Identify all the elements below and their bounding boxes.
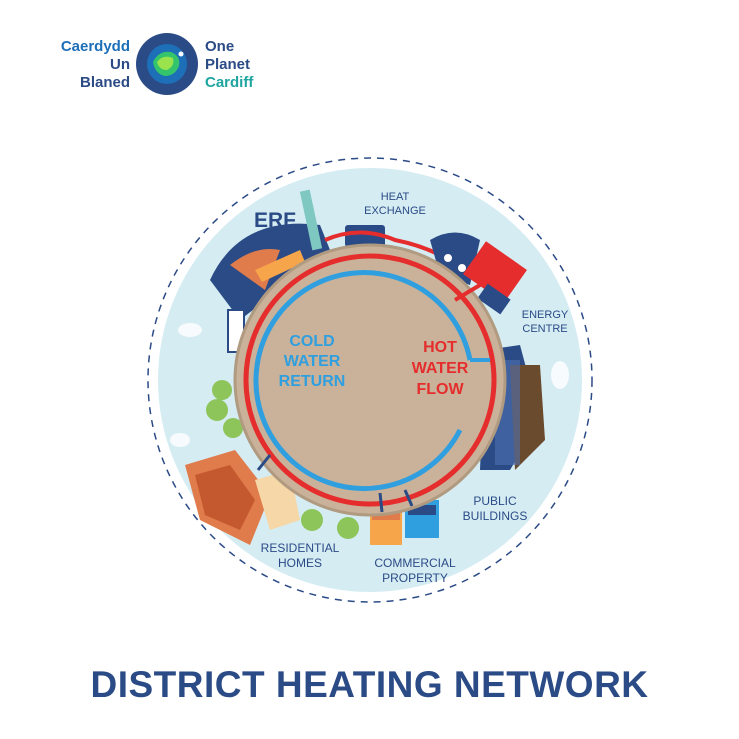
hot-water-flow-label: HOT — [423, 339, 457, 356]
public-buildings-label: BUILDINGS — [463, 509, 528, 523]
heat-exchange-label: HEAT — [381, 191, 410, 203]
commercial-property-label: COMMERCIAL — [374, 556, 456, 570]
logo-english-line: Cardiff — [205, 74, 254, 91]
cold-water-return-label: WATER — [284, 353, 341, 370]
hot-water-flow-label: WATER — [412, 360, 469, 377]
energy-centre-label: CENTRE — [522, 323, 567, 335]
logo-english-text: One Planet Cardiff — [205, 38, 305, 92]
logo-welsh-line: Caerdydd — [60, 38, 130, 55]
hot-water-pipe-branch — [453, 283, 482, 302]
public-buildings-label: PUBLIC — [473, 494, 517, 508]
energy-centre-building — [463, 241, 527, 315]
ground-disc — [233, 243, 507, 517]
logo-welsh-line: Un — [110, 56, 130, 73]
heat-exchange-label: EXCHANGE — [364, 205, 426, 217]
dashed-boundary — [147, 157, 593, 603]
erf-label: ERF — [254, 209, 296, 232]
hot-water-flow-label: FLOW — [416, 381, 464, 398]
logo-english-line: Planet — [205, 56, 251, 73]
cold-water-return-label: RETURN — [279, 373, 346, 390]
commercial-property-label: PROPERTY — [382, 571, 448, 585]
logo-welsh-line: Blaned — [79, 74, 130, 91]
cloud-icon — [170, 433, 190, 447]
residential-buildings — [185, 380, 359, 545]
cloud-icon — [178, 323, 202, 337]
globe-icon — [136, 33, 198, 95]
residential-homes-label: RESIDENTIAL — [261, 541, 340, 555]
residential-homes-label: HOMES — [278, 556, 322, 570]
logo-welsh-text: Caerdydd Un Blaned — [30, 38, 130, 92]
one-planet-cardiff-logo: Caerdydd Un Blaned One Planet Cardiff — [30, 33, 290, 108]
hot-water-pipe — [243, 253, 497, 507]
energy-centre-label: ENERGY — [522, 309, 569, 321]
cold-water-return-label: COLD — [289, 333, 334, 350]
erf-building — [210, 189, 330, 353]
logo-english-line: One — [205, 38, 235, 55]
cold-water-pipe — [253, 270, 473, 492]
page-title: DISTRICT HEATING NETWORK — [90, 664, 649, 705]
cloud-icon — [551, 361, 569, 389]
